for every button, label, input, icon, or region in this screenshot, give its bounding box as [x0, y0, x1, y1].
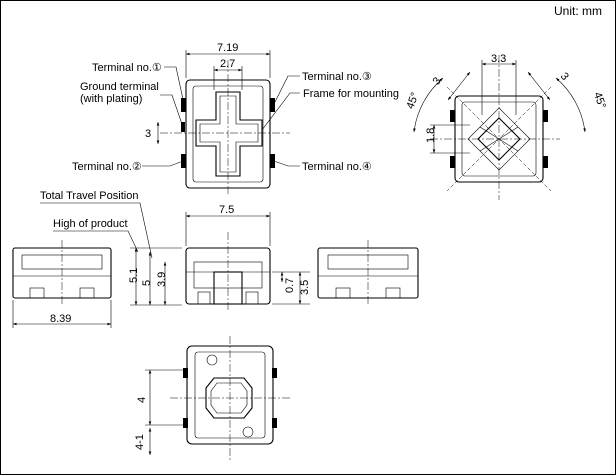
dim-7-5: 7.5 [219, 204, 234, 216]
dim-3-5: 3.5 [299, 280, 311, 295]
mount-hole-top [206, 354, 218, 366]
mount-hole-bottom [242, 426, 254, 438]
unit-label: Unit: mm [554, 4, 602, 18]
terminal-4-pad [270, 154, 275, 168]
angle-right-45: 45° [591, 91, 608, 111]
dim-0-7: 0.7 [284, 278, 296, 293]
terminal-3-pad [270, 98, 275, 112]
angle-view: 3.3 3 3 45° 45° 1.8 [404, 53, 608, 200]
side-view-left: 8.39 [12, 240, 112, 328]
label-terminal-2: Terminal no.② [72, 161, 142, 173]
side-view-center: 7.5 0.7 3.5 [185, 204, 311, 312]
cross-stem [195, 91, 263, 177]
label-terminal-1: Terminal no.① [92, 62, 162, 74]
bottom-octagon [205, 377, 253, 419]
side-view-right [317, 240, 419, 305]
dim-7-19: 7.19 [217, 42, 238, 54]
label-terminal-3: Terminal no.③ [302, 71, 372, 83]
dim-5: 5 [141, 280, 153, 286]
terminal-2-pad [181, 154, 186, 168]
dim-3-9: 3.9 [156, 272, 168, 287]
dim-3: 3 [145, 128, 151, 140]
label-ground-plating: (with plating) [80, 93, 142, 105]
label-ground-terminal: Ground terminal [80, 81, 159, 93]
angle-left-45: 45° [404, 91, 421, 111]
label-high-of-product: High of product [53, 218, 128, 230]
dim-5-1: 5.1 [128, 268, 140, 283]
terminal-1-pad [181, 98, 186, 112]
bottom-view: 4 4-1 [134, 336, 290, 460]
dim-3-3: 3.3 [491, 53, 506, 65]
dim-4: 4 [136, 397, 148, 403]
dim-2-7: 2.7 [220, 58, 235, 70]
top-view: 7.19 2.7 3 Terminal no.① Ground terminal… [72, 42, 399, 195]
label-terminal-4: Terminal no.④ [302, 161, 372, 173]
dim-diag-left-3: 3 [431, 75, 444, 87]
label-total-travel: Total Travel Position [40, 190, 138, 202]
dim-4-1: 4-1 [134, 434, 146, 450]
label-frame-mounting: Frame for mounting [303, 88, 399, 100]
dim-1-8: 1.8 [425, 128, 437, 143]
dim-8-39: 8.39 [50, 313, 71, 325]
side-height-dims: 5.1 5 3.9 Total Travel Position High of … [40, 190, 182, 306]
